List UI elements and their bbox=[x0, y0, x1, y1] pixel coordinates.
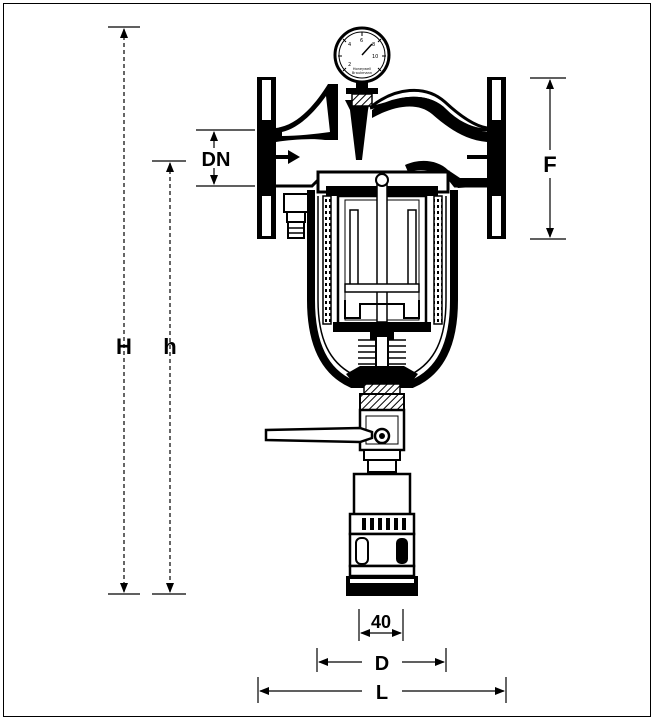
gauge-needle bbox=[361, 43, 373, 56]
side-plug bbox=[283, 193, 309, 239]
label-dn: DN bbox=[202, 149, 231, 171]
label-l: L bbox=[376, 682, 388, 704]
gauge-scale-6: 6 bbox=[360, 38, 363, 44]
pressure-gauge: 2 4 6 8 10 Honeywell Braukmann bbox=[333, 26, 391, 107]
flow-arrows bbox=[268, 150, 499, 164]
gauge-brand-2: Braukmann bbox=[352, 71, 372, 75]
center-spindle bbox=[376, 181, 388, 323]
ball-valve bbox=[264, 393, 406, 473]
inlet-flow-arrow bbox=[288, 150, 300, 164]
label-h-inlet: h bbox=[163, 334, 176, 359]
label-h-total: H bbox=[116, 334, 132, 359]
outlet-chamber-wall bbox=[372, 96, 487, 142]
gauge-stem bbox=[356, 81, 368, 88]
gauge-scale-10: 10 bbox=[372, 54, 378, 60]
drawing-frame bbox=[3, 3, 651, 717]
gauge-scale-2: 2 bbox=[348, 62, 351, 68]
inlet-flange bbox=[257, 77, 276, 239]
valve-handle bbox=[264, 426, 374, 444]
outlet-thread bbox=[363, 383, 401, 395]
center-stem-body bbox=[345, 100, 370, 160]
gauge-scale-8: 8 bbox=[372, 42, 375, 48]
filter-screen-left bbox=[322, 195, 332, 325]
filter-screen-right bbox=[433, 195, 443, 325]
inlet-chamber-cavity bbox=[282, 96, 330, 136]
label-outlet: 40 bbox=[371, 612, 391, 632]
filter-housing bbox=[307, 170, 458, 395]
label-d: D bbox=[375, 653, 389, 675]
insert-base bbox=[333, 322, 431, 332]
gauge-brand-1: Honeywell bbox=[353, 67, 371, 71]
outlet-flow-arrow bbox=[487, 150, 499, 164]
dimension-lines bbox=[108, 26, 566, 703]
drain-connector bbox=[346, 472, 418, 596]
label-f: F bbox=[543, 152, 556, 177]
gauge-scale-4: 4 bbox=[348, 42, 351, 48]
